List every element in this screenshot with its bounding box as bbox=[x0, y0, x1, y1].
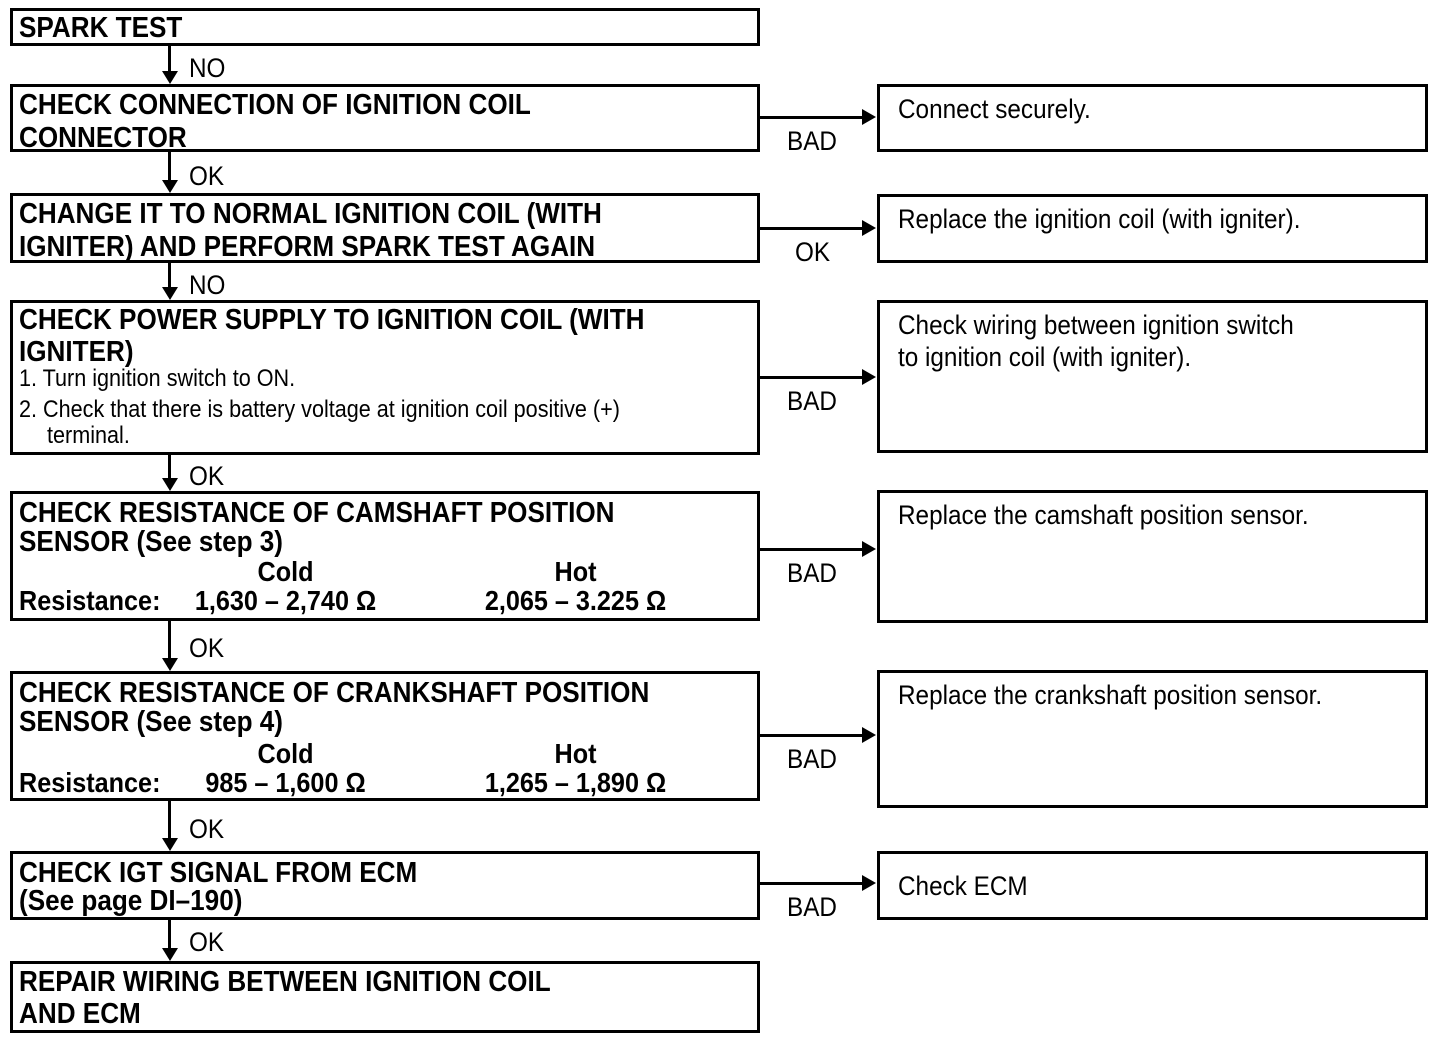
step-box-spark-test: SPARK TEST bbox=[10, 8, 760, 46]
step-title: AND ECM bbox=[19, 998, 141, 1030]
action-text: Replace the crankshaft position sensor. bbox=[898, 680, 1323, 710]
action-box-replace-crankshaft-sensor: Replace the crankshaft position sensor. bbox=[877, 670, 1428, 808]
down-arrow-head bbox=[162, 478, 178, 491]
down-arrow-line bbox=[168, 621, 171, 660]
step-title: (See page DI–190) bbox=[19, 885, 243, 917]
action-box-connect-securely: Connect securely. bbox=[877, 84, 1428, 152]
side-arrow-line bbox=[760, 548, 863, 551]
resistance-label: Resistance: bbox=[19, 585, 161, 616]
resistance-label: Resistance: bbox=[19, 767, 161, 798]
step-box-change-coil: CHANGE IT TO NORMAL IGNITION COIL (WITH … bbox=[10, 193, 760, 263]
side-arrow-head bbox=[862, 875, 876, 891]
action-text: Check wiring between ignition switch bbox=[898, 310, 1294, 340]
step-title: SENSOR (See step 4) bbox=[19, 706, 283, 738]
hot-column-header: Hot bbox=[554, 556, 597, 587]
action-text: Replace the ignition coil (with igniter)… bbox=[898, 204, 1301, 234]
step-box-check-igt: CHECK IGT SIGNAL FROM ECM (See page DI–1… bbox=[10, 851, 760, 920]
action-text: Replace the camshaft position sensor. bbox=[898, 500, 1309, 530]
hot-column-header: Hot bbox=[554, 738, 597, 769]
step-title: CHECK RESISTANCE OF CAMSHAFT POSITION bbox=[19, 497, 615, 529]
cold-resistance-value: 985 – 1,600 Ω bbox=[205, 767, 366, 798]
down-arrow-head bbox=[162, 948, 178, 961]
step-instruction: 1. Turn ignition switch to ON. bbox=[19, 365, 296, 392]
step-box-camshaft-resistance: CHECK RESISTANCE OF CAMSHAFT POSITION SE… bbox=[10, 491, 760, 621]
flow-label-ok: OK bbox=[189, 461, 225, 491]
side-arrow-head bbox=[862, 541, 876, 557]
result-label-bad: BAD bbox=[787, 558, 837, 588]
flow-label-no: NO bbox=[189, 53, 226, 83]
step-box-crankshaft-resistance: CHECK RESISTANCE OF CRANKSHAFT POSITION … bbox=[10, 671, 760, 801]
flow-label-no: NO bbox=[189, 270, 226, 300]
step-title: IGNITER) AND PERFORM SPARK TEST AGAIN bbox=[19, 231, 596, 263]
down-arrow-line bbox=[168, 263, 171, 289]
side-arrow-head bbox=[862, 220, 876, 236]
step-title: CHECK IGT SIGNAL FROM ECM bbox=[19, 857, 418, 889]
action-box-replace-camshaft-sensor: Replace the camshaft position sensor. bbox=[877, 490, 1428, 623]
step-title: CHECK RESISTANCE OF CRANKSHAFT POSITION bbox=[19, 677, 650, 709]
down-arrow-head bbox=[162, 180, 178, 193]
result-label-bad: BAD bbox=[787, 386, 837, 416]
side-arrow-head bbox=[862, 109, 876, 125]
cold-column-header: Cold bbox=[257, 556, 314, 587]
down-arrow-head bbox=[162, 658, 178, 671]
cold-column-header: Cold bbox=[257, 738, 314, 769]
step-instruction: 2. Check that there is battery voltage a… bbox=[19, 396, 620, 423]
result-label-bad: BAD bbox=[787, 126, 837, 156]
side-arrow-line bbox=[760, 376, 863, 379]
down-arrow-line bbox=[168, 920, 171, 950]
step-title: SENSOR (See step 3) bbox=[19, 526, 283, 558]
side-arrow-head bbox=[862, 369, 876, 385]
step-title: CHECK POWER SUPPLY TO IGNITION COIL (WIT… bbox=[19, 304, 645, 336]
result-label-bad: BAD bbox=[787, 744, 837, 774]
hot-resistance-value: 1,265 – 1,890 Ω bbox=[484, 767, 667, 798]
step-title: IGNITER) bbox=[19, 336, 134, 368]
down-arrow-line bbox=[168, 152, 171, 182]
down-arrow-line bbox=[168, 801, 171, 840]
action-box-replace-coil: Replace the ignition coil (with igniter)… bbox=[877, 194, 1428, 263]
side-arrow-line bbox=[760, 882, 863, 885]
action-text: Check ECM bbox=[898, 871, 1028, 901]
result-label-bad: BAD bbox=[787, 892, 837, 922]
action-box-check-wiring: Check wiring between ignition switch to … bbox=[877, 300, 1428, 453]
action-box-check-ecm: Check ECM bbox=[877, 851, 1428, 920]
step-instruction-continued: terminal. bbox=[47, 422, 130, 449]
step-title: REPAIR WIRING BETWEEN IGNITION COIL bbox=[19, 966, 551, 998]
flow-label-ok: OK bbox=[189, 814, 225, 844]
step-title: CONNECTOR bbox=[19, 122, 187, 154]
side-arrow-line bbox=[760, 116, 863, 119]
down-arrow-line bbox=[168, 455, 171, 480]
cold-resistance-value: 1,630 – 2,740 Ω bbox=[194, 585, 377, 616]
side-arrow-head bbox=[862, 727, 876, 743]
down-arrow-line bbox=[168, 46, 171, 73]
side-arrow-line bbox=[760, 734, 863, 737]
step-title: CHANGE IT TO NORMAL IGNITION COIL (WITH bbox=[19, 198, 602, 230]
flow-label-ok: OK bbox=[189, 161, 225, 191]
down-arrow-head bbox=[162, 71, 178, 84]
hot-resistance-value: 2,065 – 3.225 Ω bbox=[484, 585, 667, 616]
down-arrow-head bbox=[162, 287, 178, 300]
action-text: to ignition coil (with igniter). bbox=[898, 342, 1192, 372]
step-box-check-connection: CHECK CONNECTION OF IGNITION COIL CONNEC… bbox=[10, 84, 760, 154]
action-text: Connect securely. bbox=[898, 94, 1091, 124]
step-title: SPARK TEST bbox=[19, 12, 183, 44]
side-arrow-line bbox=[760, 227, 863, 230]
step-title: CHECK CONNECTION OF IGNITION COIL bbox=[19, 89, 531, 121]
flow-label-ok: OK bbox=[189, 927, 225, 957]
down-arrow-head bbox=[162, 838, 178, 851]
step-box-repair-wiring: REPAIR WIRING BETWEEN IGNITION COIL AND … bbox=[10, 961, 760, 1033]
flow-label-ok: OK bbox=[189, 633, 225, 663]
step-box-check-power: CHECK POWER SUPPLY TO IGNITION COIL (WIT… bbox=[10, 300, 760, 455]
result-label-ok: OK bbox=[795, 237, 831, 267]
